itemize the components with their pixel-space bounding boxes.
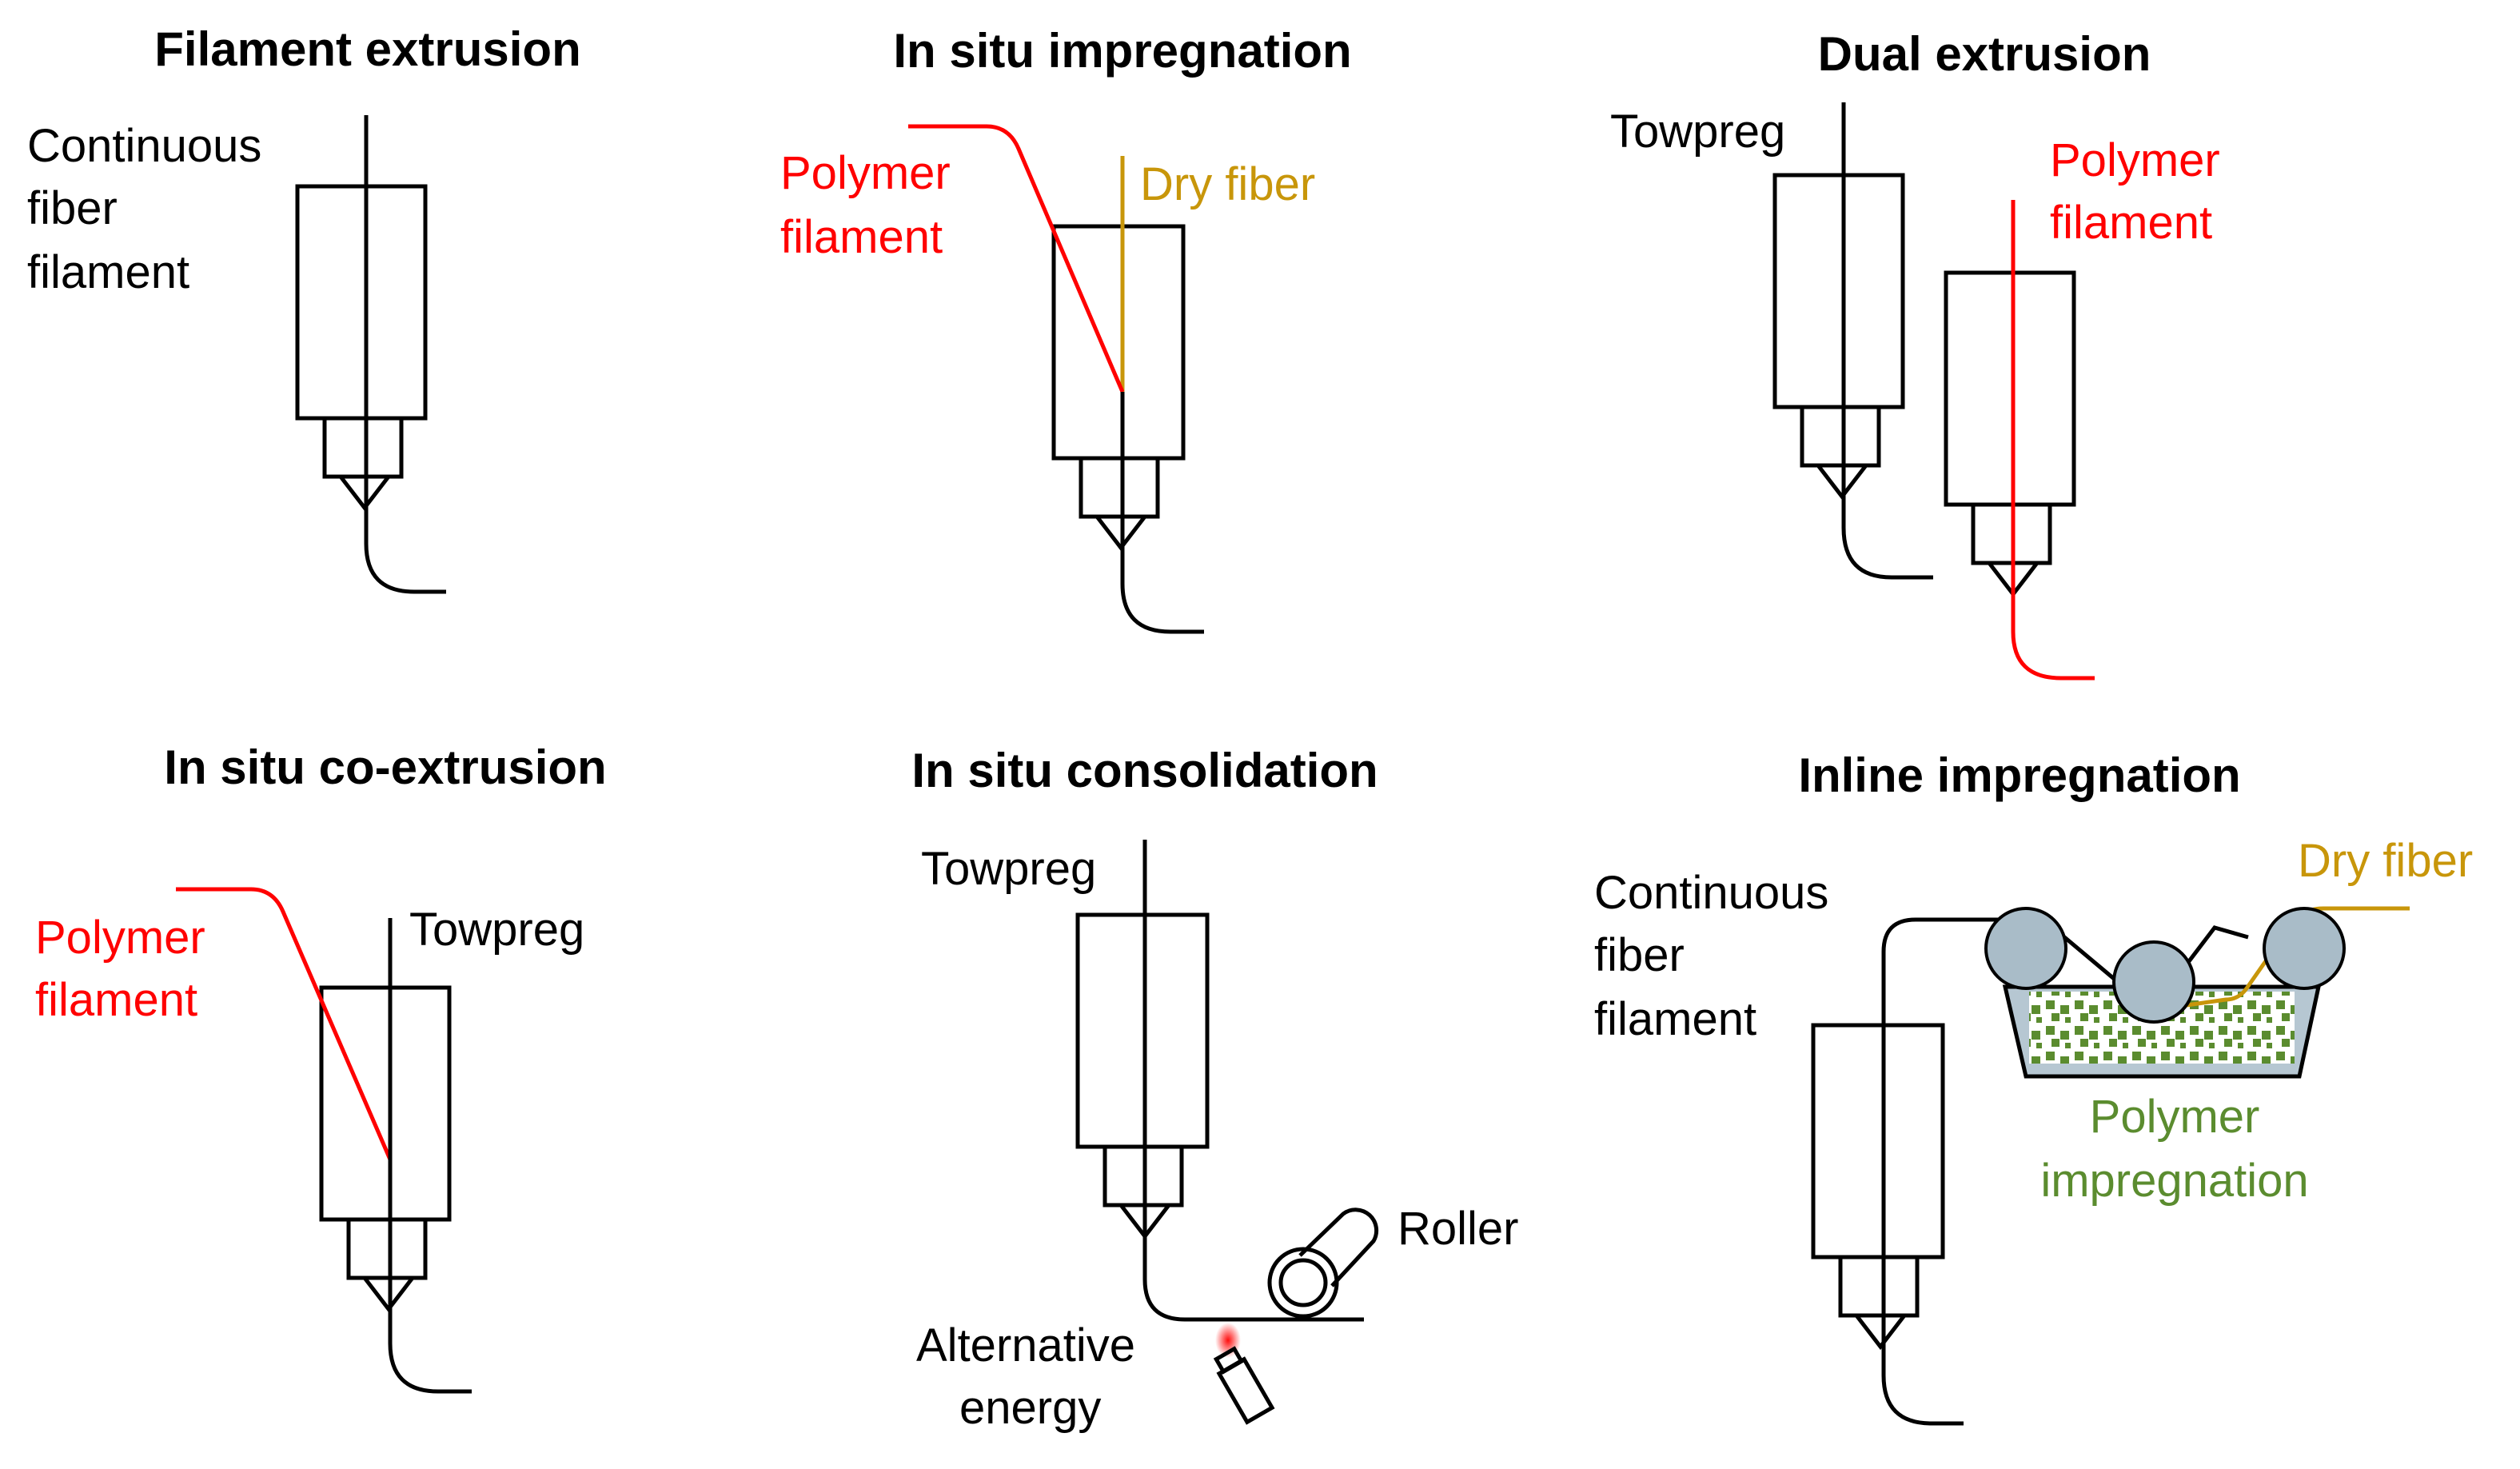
polymer-label-line-1: Polymer bbox=[35, 912, 205, 964]
towpreg-print-head bbox=[1772, 173, 1905, 501]
fiber-label-line-1: Continuous bbox=[1594, 867, 1828, 919]
towpreg-line bbox=[1841, 102, 1933, 580]
energy-label-line-1: Alternative bbox=[916, 1319, 1135, 1371]
polymer-filament-line bbox=[2011, 200, 2095, 681]
fiber-label-line-1: Continuous bbox=[27, 120, 261, 172]
roller-label: Roller bbox=[1398, 1203, 1519, 1255]
polymer-filament-line bbox=[176, 887, 393, 1160]
nozzle-neck bbox=[322, 416, 404, 479]
impregnated-fiber bbox=[1120, 392, 1204, 634]
panel-title: Dual extrusion bbox=[1818, 27, 2151, 81]
impregnation-label-line-1: Polymer bbox=[2090, 1091, 2260, 1143]
nozzle-tip bbox=[1855, 1314, 1906, 1351]
polymer-label-line-1: Polymer bbox=[780, 147, 951, 199]
panel-title: In situ impregnation bbox=[893, 24, 1351, 78]
roller-inner bbox=[1278, 1258, 1328, 1307]
roller-set-icon bbox=[1984, 907, 2346, 1024]
print-head bbox=[1811, 1023, 1945, 1351]
panel-title: Filament extrusion bbox=[154, 22, 580, 76]
towpreg-label: Towpreg bbox=[409, 904, 584, 956]
polymer-label-line-2: filament bbox=[780, 211, 943, 263]
panel-filament-extrusion: Filament extrusion Continuous fiber fila… bbox=[27, 22, 581, 594]
towpreg-line bbox=[388, 918, 472, 1394]
impregnation-bath bbox=[2002, 984, 2322, 1079]
nozzle-neck bbox=[1079, 456, 1160, 519]
towpreg-label: Towpreg bbox=[921, 843, 1096, 895]
print-head bbox=[1075, 912, 1210, 1240]
nozzle-neck bbox=[1800, 405, 1881, 468]
dry-fiber-label: Dry fiber bbox=[2298, 835, 2473, 887]
head-body bbox=[1944, 270, 2076, 507]
polymer-filament-line bbox=[908, 124, 1125, 393]
head-body bbox=[1051, 224, 1186, 461]
roller-left bbox=[1984, 907, 2067, 990]
roller-outer bbox=[1267, 1247, 1339, 1319]
towpreg-label: Towpreg bbox=[1610, 106, 1785, 158]
panel-dual-extrusion: Dual extrusion Towpreg Polymer filament bbox=[1610, 27, 2220, 681]
head-body bbox=[1075, 912, 1210, 1149]
head-body bbox=[1811, 1023, 1945, 1259]
fiber-label-line-2: fiber bbox=[1594, 929, 1685, 981]
nozzle-neck bbox=[1838, 1255, 1920, 1318]
polymer-label-line-2: filament bbox=[35, 974, 197, 1026]
roller-right bbox=[2263, 907, 2346, 990]
polymer-print-head bbox=[1944, 270, 2076, 598]
panel-title: In situ co-extrusion bbox=[164, 740, 606, 794]
head-body bbox=[1772, 173, 1905, 409]
head-body bbox=[295, 184, 428, 421]
roller-icon bbox=[1267, 1208, 1379, 1319]
panel-in-situ-consolidation: In situ consolidation Towpreg Roller Alt… bbox=[911, 744, 1518, 1434]
impregnation-label-line-2: impregnation bbox=[2040, 1155, 2308, 1207]
energy-emitter-body bbox=[1216, 1356, 1275, 1425]
head-body bbox=[319, 985, 452, 1222]
polymer-label-line-2: filament bbox=[2050, 197, 2212, 249]
nozzle-neck bbox=[346, 1217, 428, 1280]
dry-fiber-label: Dry fiber bbox=[1140, 158, 1315, 210]
print-head bbox=[295, 184, 428, 512]
panel-title: In situ consolidation bbox=[911, 744, 1378, 797]
polymer-label-line-1: Polymer bbox=[2050, 134, 2220, 186]
roller-middle bbox=[2112, 940, 2195, 1024]
fiber-label-line-3: filament bbox=[27, 246, 189, 298]
energy-label-line-2: energy bbox=[959, 1382, 1101, 1434]
panel-inline-impregnation: Inline impregnation Continuous fiber fil… bbox=[1594, 748, 2473, 1426]
fiber-label-line-2: fiber bbox=[27, 182, 118, 234]
towpreg-line bbox=[1142, 840, 1364, 1322]
continuous-fiber-filament bbox=[364, 115, 446, 594]
panel-in-situ-coextrusion: In situ co-extrusion Polymer filament To… bbox=[35, 740, 607, 1394]
panel-title: Inline impregnation bbox=[1798, 748, 2240, 802]
fiber-label-line-3: filament bbox=[1594, 993, 1756, 1045]
panel-in-situ-impregnation: In situ impregnation Polymer filament Dr… bbox=[780, 24, 1352, 634]
roller-arm bbox=[1298, 1208, 1379, 1287]
energy-source-icon bbox=[1213, 1323, 1275, 1425]
